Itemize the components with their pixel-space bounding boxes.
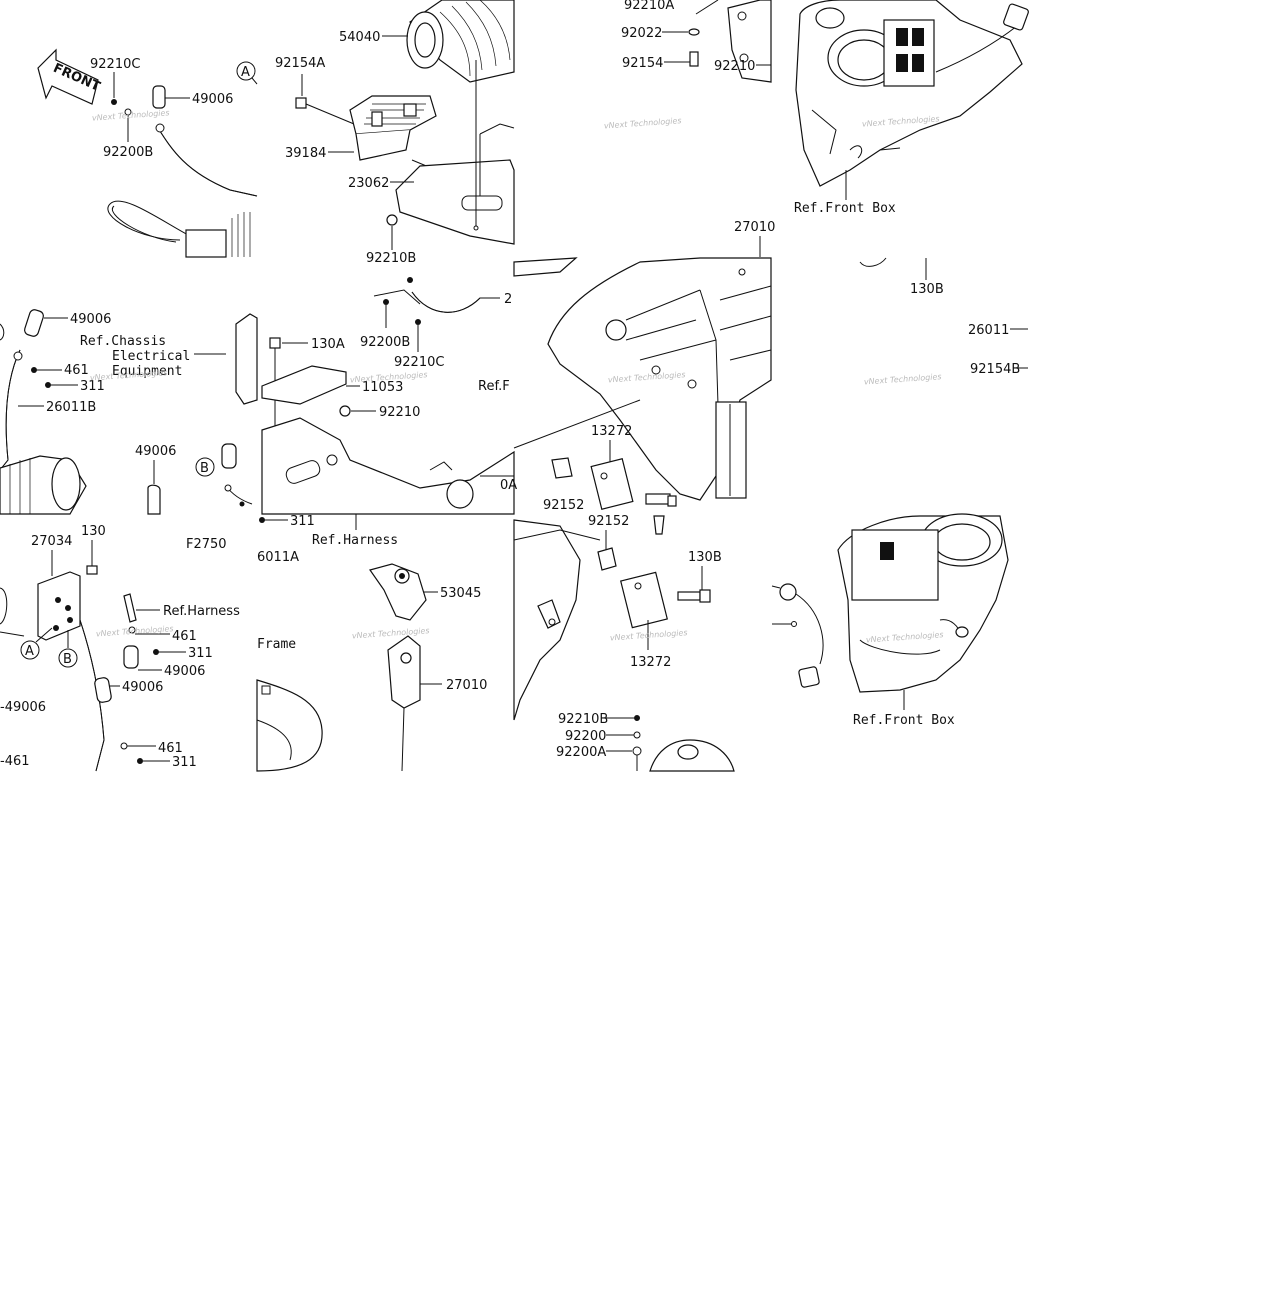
part-label-130B: 130B [688, 550, 722, 565]
part-label-92210B: 92210B [558, 712, 608, 727]
ref-frame-label: Frame [257, 637, 296, 652]
part-label-49006: 49006 [192, 92, 233, 107]
part-label-cut-2: 2 [504, 292, 512, 307]
part-label-11053: 11053 [362, 380, 403, 395]
part-label-461: 461 [158, 741, 183, 756]
part-label-13272: 13272 [630, 655, 671, 670]
part-label-92200B: 92200B [103, 145, 153, 160]
tile-mount-plate: 2 92200B 92210C 130A 11053 92210 Ref.F 0… [259, 277, 517, 530]
part-label-53045: 53045 [440, 586, 481, 601]
part-label-26011A: 6011A [257, 550, 299, 565]
callout-b: B [200, 461, 209, 476]
callout-a: A [241, 65, 250, 80]
part-label-92200: 92200 [565, 729, 606, 744]
part-label-23062: 23062 [348, 176, 389, 191]
tile-bumper-plate-fasteners: 92152 13272 130B 92210B 92200 92200A [513, 514, 735, 772]
part-label-49006: 49006 [70, 312, 111, 327]
part-label-311: 311 [188, 646, 213, 661]
tile-bracket-fasteners: 92210A 92022 92154 92210 27010 [621, 0, 775, 257]
part-label-92152: 92152 [543, 498, 584, 513]
part-label-92210C: 92210C [90, 57, 140, 72]
callout-b: B [63, 652, 72, 667]
part-label-92154B: 92154B [970, 362, 1020, 377]
watermark: vNext Technologies [604, 116, 682, 130]
ref-front-box-label: Ref.Front Box [794, 201, 896, 216]
ref-harness-label: Ref.Harness [163, 604, 240, 619]
part-label-92210A: 92210A [624, 0, 674, 13]
watermark: vNext Technologies [864, 372, 942, 386]
part-label-92154A: 92154A [275, 56, 325, 71]
part-label-49006: 49006 [135, 444, 176, 459]
watermark: vNext Technologies [92, 108, 170, 122]
part-label-27010: 27010 [446, 678, 487, 693]
watermark: vNext Technologies [96, 624, 174, 638]
part-label-311: 311 [172, 755, 197, 770]
tile-front-box-top: Ref.Front Box 130B 26011 92154B [794, 0, 1029, 377]
part-label-26011B: 26011B [46, 400, 96, 415]
ref-chassis-line-2: Electrical [112, 349, 190, 364]
part-label-461: -461 [0, 754, 30, 769]
part-label-49006: 49006 [122, 680, 163, 695]
part-label-54040: 54040 [339, 30, 380, 45]
ref-front-box-label: Ref.Front Box [853, 713, 955, 728]
watermark: vNext Technologies [610, 628, 688, 642]
part-label-cut-0A: 0A [500, 478, 517, 493]
part-label-49006: 49006 [164, 664, 205, 679]
part-label-49006: -49006 [0, 700, 46, 715]
part-label-92210: 92210 [714, 59, 755, 74]
part-label-130: 130 [81, 524, 106, 539]
part-label-27010: 27010 [734, 220, 775, 235]
watermark: vNext Technologies [90, 368, 168, 382]
part-label-39184: 39184 [285, 146, 326, 161]
tile-front-box-bottom: Ref.Front Box [771, 513, 1009, 728]
tile-frame-bumper: 13272 92152 [513, 257, 772, 535]
part-label-130B: 130B [910, 282, 944, 297]
sheet-code: F2750 [186, 537, 227, 552]
callout-a: A [25, 644, 34, 659]
part-label-27034: 27034 [31, 534, 72, 549]
part-label-311: 311 [80, 379, 105, 394]
part-label-26011: 26011 [968, 323, 1009, 338]
ref-frame-label: Ref.F [478, 379, 510, 394]
part-label-92210B: 92210B [366, 251, 416, 266]
part-label-130A: 130A [311, 337, 345, 352]
part-label-92210C: 92210C [394, 355, 444, 370]
part-label-461: 461 [64, 363, 89, 378]
tile-front-winch-cable: FRONT 92210C A 49006 92200B [37, 48, 258, 258]
part-label-92210: 92210 [379, 405, 420, 420]
part-label-311: 311 [290, 514, 315, 529]
part-label-13272: 13272 [591, 424, 632, 439]
ref-harness-label: Ref.Harness [312, 533, 398, 548]
part-label-92152: 92152 [588, 514, 629, 529]
ref-chassis-line-3: Equipment [112, 364, 182, 379]
ref-chassis-line-1: Ref.Chassis [80, 334, 166, 349]
tile-relay-harness: 27034 130 F2750 A B Ref.Harness 461 311 … [0, 524, 240, 772]
watermark: vNext Technologies [352, 626, 430, 640]
tile-cable-winch-motor: 49006 461 311 Ref.Chassis Electrical Equ… [0, 309, 258, 515]
part-label-92200B: 92200B [360, 335, 410, 350]
part-label-92200A: 92200A [556, 745, 606, 760]
part-label-92022: 92022 [621, 26, 662, 41]
tile-switch-frame: 6011A Ref.Harness Frame 53045 27010 [256, 533, 487, 772]
part-label-92154: 92154 [622, 56, 663, 71]
part-label-461: 461 [172, 629, 197, 644]
tile-winch-mount: 54040 92154A 39184 23062 92210B [275, 0, 515, 266]
